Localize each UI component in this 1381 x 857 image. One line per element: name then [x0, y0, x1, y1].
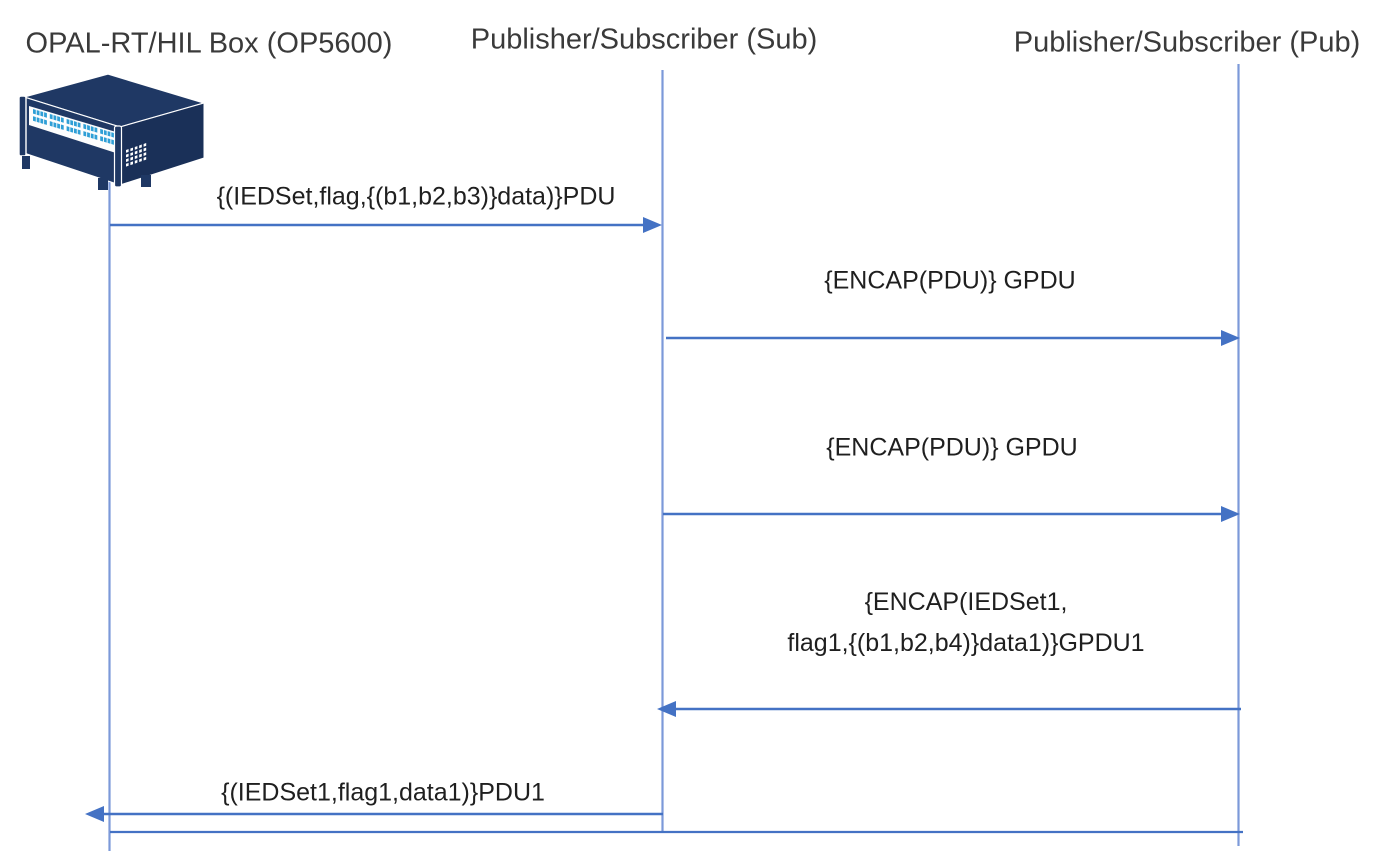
- arrowhead-right-icon: [1221, 506, 1240, 522]
- arrow-msg-gpdu-2: [663, 506, 1240, 522]
- arrow-msg-gpdu1: [657, 701, 1241, 717]
- arrow-msg-pdu1: [85, 806, 663, 822]
- actor-title-sub: Publisher/Subscriber (Sub): [470, 23, 818, 56]
- arrowhead-left-icon: [657, 701, 676, 717]
- actor-title-pub: Publisher/Subscriber (Pub): [1013, 26, 1361, 59]
- arrow-msg-pdu: [110, 217, 662, 233]
- arrowhead-right-icon: [643, 217, 662, 233]
- message-label-gpdu1-line2: flag1,{(b1,b2,b4)}data1)}GPDU1: [787, 629, 1145, 657]
- message-label-gpdu-1: {ENCAP(PDU)} GPDU: [824, 266, 1076, 295]
- device-foot: [22, 156, 30, 169]
- actor-title-opal-rt: OPAL-RT/HIL Box (OP5600): [25, 27, 393, 60]
- rack-server-icon: [18, 73, 207, 190]
- arrowhead-right-icon: [1221, 330, 1240, 346]
- message-label-pdu1: {(IEDSet1,flag1,data1)}PDU1: [221, 778, 545, 807]
- arrowhead-left-icon: [85, 806, 104, 822]
- device-foot: [98, 178, 108, 190]
- message-label-gpdu-2: {ENCAP(PDU)} GPDU: [826, 433, 1078, 462]
- message-label-gpdu1: {ENCAP(IEDSet1, flag1,{(b1,b2,b4)}data1)…: [787, 582, 1144, 664]
- arrow-msg-gpdu-1: [666, 330, 1240, 346]
- message-label-pdu: {(IEDSet,flag,{(b1,b2,b3)}data)}PDU: [216, 182, 616, 211]
- message-label-gpdu1-line1: {ENCAP(IEDSet1,: [864, 588, 1068, 616]
- device-foot: [141, 175, 151, 187]
